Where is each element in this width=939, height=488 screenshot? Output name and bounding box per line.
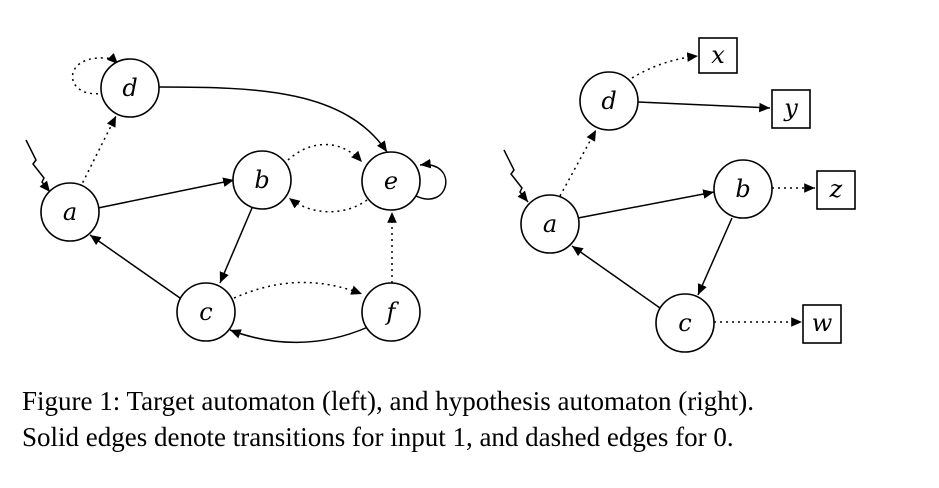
- state-d-left: d: [100, 58, 160, 118]
- automata-figure: d a b e c f: [25, 37, 856, 353]
- edge-e-self-loop: [413, 158, 447, 200]
- state-f-left: f: [361, 282, 421, 342]
- edge-f-to-c: [229, 326, 369, 344]
- state-b-right: b: [713, 159, 773, 219]
- edge-e-to-b: [288, 197, 368, 213]
- start-arrow-left: [25, 139, 51, 193]
- state-label: c: [199, 298, 212, 326]
- edge-a-to-d: [559, 129, 597, 197]
- state-label: c: [678, 309, 691, 337]
- edge-d-to-y: [637, 101, 771, 113]
- state-c-left: c: [176, 282, 236, 342]
- output-z: z: [816, 170, 856, 210]
- state-d-right: d: [579, 71, 639, 131]
- edge-d-to-e: [157, 86, 388, 153]
- state-label: b: [735, 175, 750, 203]
- edge-d-self-loop: [71, 52, 119, 95]
- output-y: y: [771, 89, 811, 129]
- edge-b-to-c: [697, 217, 733, 296]
- figure-caption-line-2: Solid edges denote transitions for input…: [22, 422, 734, 452]
- start-arrow-right: [503, 149, 529, 203]
- target-automaton: d a b e c f: [25, 52, 447, 344]
- state-a-right: a: [520, 194, 580, 254]
- output-label: z: [829, 175, 843, 203]
- edge-c-to-f: [233, 281, 363, 299]
- edge-a-to-b: [577, 189, 715, 219]
- output-label: x: [711, 41, 725, 69]
- state-b-left: b: [232, 150, 292, 210]
- edge-c-to-a: [89, 234, 181, 299]
- edge-a-to-b: [97, 177, 235, 209]
- state-label: d: [601, 87, 616, 115]
- output-label: w: [812, 309, 833, 337]
- state-a-left: a: [40, 182, 100, 242]
- state-label: a: [63, 198, 77, 226]
- edge-a-to-d: [79, 115, 117, 189]
- state-label: b: [254, 166, 269, 194]
- state-label: d: [122, 74, 137, 102]
- edge-c-to-a: [571, 245, 661, 309]
- edge-b-to-c: [219, 207, 253, 284]
- output-label: y: [783, 94, 798, 122]
- state-label: a: [543, 210, 557, 238]
- state-label: e: [384, 167, 398, 195]
- edge-b-to-e: [287, 143, 363, 163]
- state-c-right: c: [655, 293, 715, 353]
- output-x: x: [698, 37, 738, 74]
- hypothesis-automaton: x y z w d a b c: [503, 37, 856, 353]
- state-e-left: e: [361, 151, 421, 211]
- edge-d-to-x: [631, 52, 699, 79]
- figure-caption-line-1: Figure 1: Target automaton (left), and h…: [22, 386, 754, 416]
- output-w: w: [802, 304, 842, 344]
